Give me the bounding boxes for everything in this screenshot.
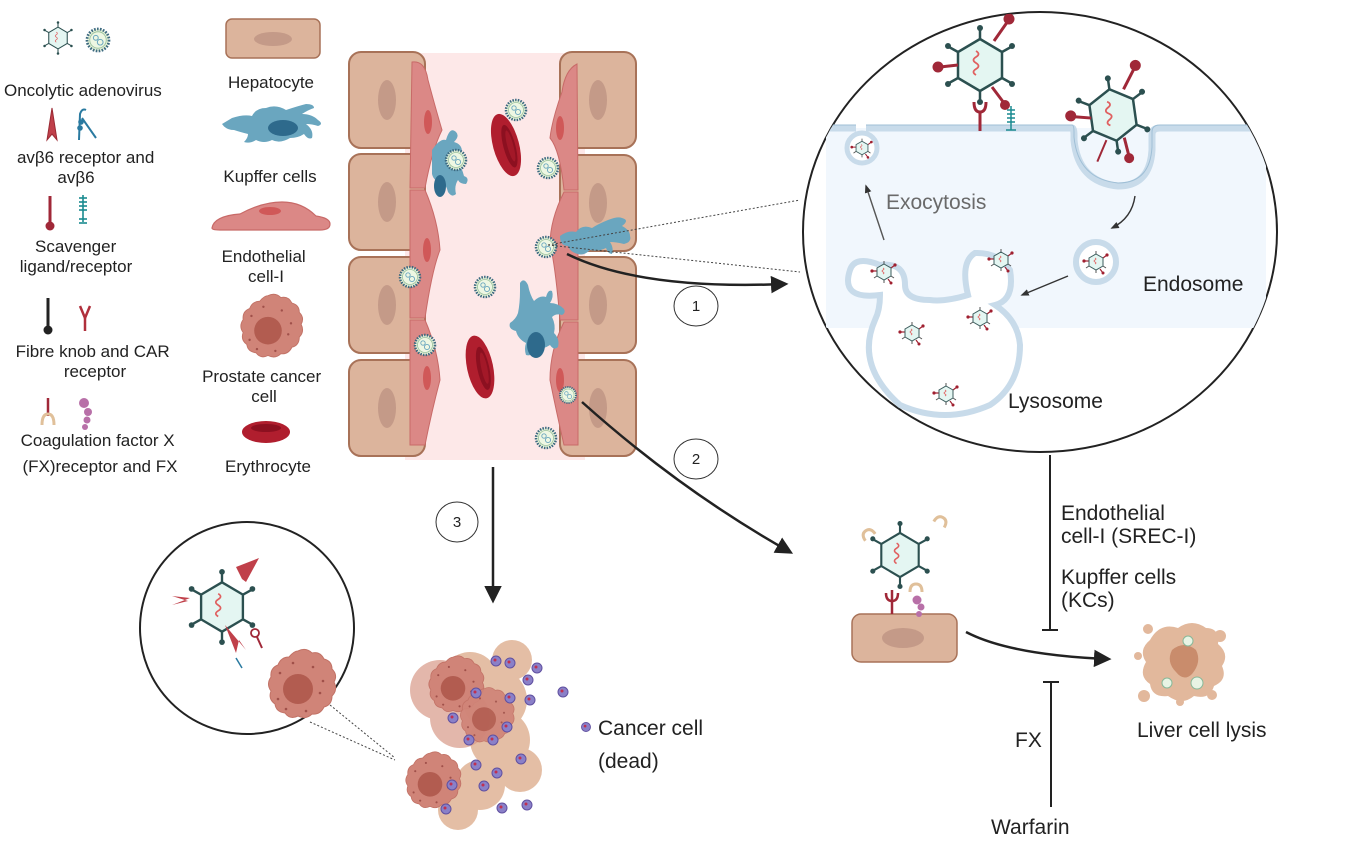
arrow-step-1 bbox=[566, 252, 789, 294]
arrow-endocytosis bbox=[1110, 195, 1136, 229]
svg-text:2: 2 bbox=[692, 451, 700, 468]
virion-6 bbox=[473, 275, 497, 299]
car-receptor-icon bbox=[78, 305, 92, 331]
fx-label: FX bbox=[1015, 729, 1042, 752]
lysosome-label: Lysosome bbox=[1008, 390, 1103, 413]
endocytosis-zoom: Exocytosis Endosome Lysosome bbox=[802, 11, 1278, 453]
legend-coagulation-factor: Coagulation factor X (FX)receptor and FX bbox=[21, 431, 180, 476]
virion-4 bbox=[534, 235, 558, 259]
svg-text:3: 3 bbox=[453, 514, 461, 531]
arrow-to-lysosome bbox=[1020, 275, 1069, 296]
step-2-badge: 2 bbox=[673, 438, 719, 480]
exocytosis-label: Exocytosis bbox=[886, 191, 986, 214]
virion-3 bbox=[536, 156, 560, 180]
endosome-label: Endosome bbox=[1143, 273, 1243, 296]
arrow-exocytosis bbox=[864, 184, 885, 241]
endothelial-legend-icon bbox=[211, 201, 331, 231]
car-receptor-membrane bbox=[972, 101, 988, 131]
hepatocyte-with-virus bbox=[851, 515, 958, 663]
warfarin-label: Warfarin bbox=[991, 816, 1070, 839]
legend: Oncolytic adenovirus avβ6 receptor and a… bbox=[4, 18, 331, 476]
adenovirus-endocytosing bbox=[1065, 59, 1155, 164]
virion-1 bbox=[504, 98, 528, 122]
avb6-receptor-arrow-3 bbox=[225, 625, 246, 653]
scavenger-receptor-membrane bbox=[1006, 106, 1016, 131]
dead-cell-legend-dot bbox=[581, 722, 591, 732]
arrow-to-lysis bbox=[965, 630, 1112, 668]
virion-9 bbox=[534, 426, 558, 450]
virion-7 bbox=[413, 333, 437, 357]
avb6-receptor-arrow-1 bbox=[236, 558, 259, 582]
fibre-knob-icon bbox=[43, 298, 53, 335]
dead-cancer-cluster: Cancer cell (dead) bbox=[405, 640, 709, 830]
kupffer-cell-2 bbox=[509, 280, 565, 358]
erythrocyte-legend-icon bbox=[242, 421, 290, 443]
arrow-step-2 bbox=[581, 401, 794, 554]
liver-lysis-pathway: Endothelial cell-I (SREC-I) Kupffer cell… bbox=[851, 455, 1267, 839]
scavenger-ligand-icon bbox=[45, 196, 55, 231]
virion-5 bbox=[398, 265, 422, 289]
step-3-badge: 3 bbox=[435, 501, 479, 543]
endothelial-left bbox=[409, 61, 443, 446]
adenovirus-virion-icon bbox=[85, 27, 111, 53]
adenovirus-at-membrane bbox=[932, 13, 1017, 110]
virion-2 bbox=[444, 148, 468, 172]
legend-scavenger: Scavenger ligand/receptor bbox=[20, 237, 133, 276]
svg-text:1: 1 bbox=[692, 298, 700, 315]
legend-erythrocyte: Erythrocyte bbox=[225, 457, 311, 476]
virion-8 bbox=[558, 385, 578, 405]
scavenger-receptor-icon bbox=[79, 195, 87, 224]
avb6-ligand-icon bbox=[77, 108, 97, 141]
legend-avb6: avβ6 receptor and avβ6 bbox=[17, 148, 159, 187]
zoom-guides-3 bbox=[309, 704, 396, 761]
fx-factor-icon bbox=[79, 398, 92, 430]
avb6-receptor-arrow-2 bbox=[172, 596, 190, 605]
inhibitors-top-label: Endothelial cell-I (SREC-I) Kupffer cell… bbox=[1061, 502, 1202, 612]
lysed-liver-cell bbox=[1134, 623, 1226, 706]
legend-oncolytic-adenovirus: Oncolytic adenovirus bbox=[4, 81, 162, 100]
kupffer-legend-icon bbox=[222, 104, 321, 143]
hepatocyte-legend-icon bbox=[225, 18, 321, 59]
step-1-badge: 1 bbox=[673, 285, 719, 327]
zoom-guides-1 bbox=[547, 199, 801, 273]
adenovirus-capsid-icon bbox=[42, 20, 74, 56]
legend-fibre-knob: Fibre knob and CAR receptor bbox=[16, 342, 175, 381]
cancer-binding-zoom bbox=[139, 521, 396, 761]
prostate-cancer-legend-icon bbox=[240, 293, 304, 358]
cancer-cell-dead-label: Cancer cell (dead) bbox=[598, 717, 709, 773]
fx-receptor-icon bbox=[40, 398, 56, 426]
legend-prostate-cancer: Prostate cancer cell bbox=[202, 367, 326, 406]
legend-hepatocyte: Hepatocyte bbox=[228, 73, 314, 92]
legend-endothelial: Endothelial cell-I bbox=[222, 247, 311, 286]
liver-sinusoid bbox=[348, 51, 637, 460]
lysosome-membrane bbox=[845, 249, 1024, 418]
kupffer-cell-3 bbox=[560, 217, 631, 255]
avb6-receptor-icon bbox=[46, 107, 58, 142]
liver-cell-lysis-label: Liver cell lysis bbox=[1137, 719, 1267, 742]
legend-kupffer: Kupffer cells bbox=[223, 167, 316, 186]
